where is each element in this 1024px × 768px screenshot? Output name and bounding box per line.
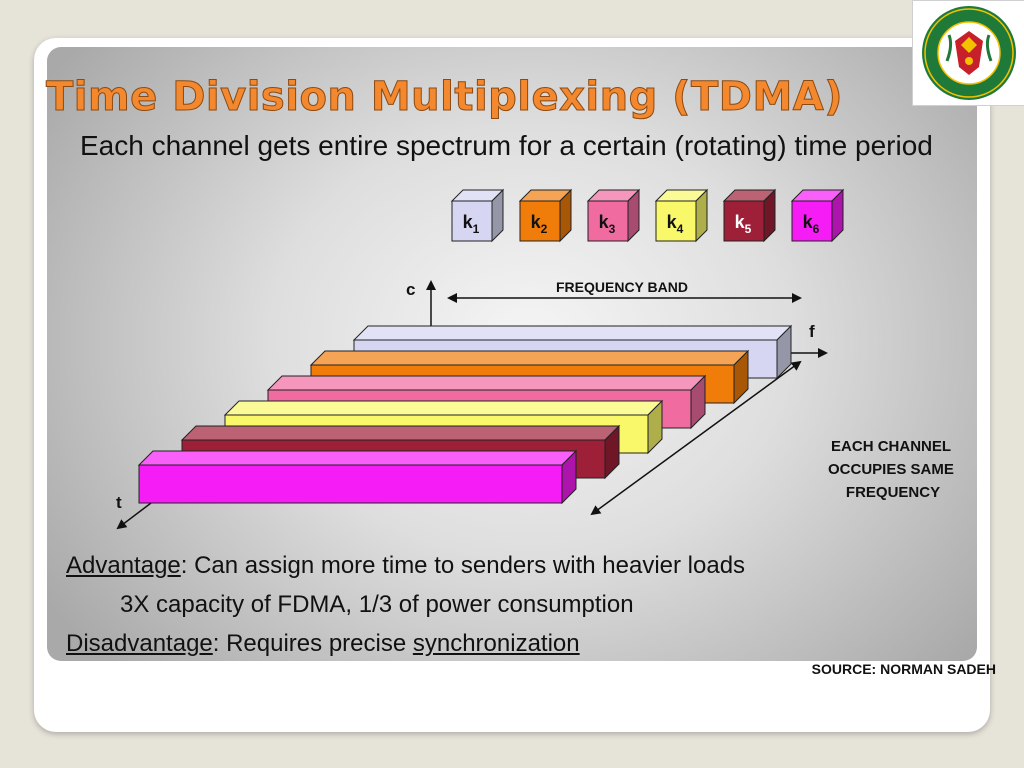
note-line-3: FREQUENCY bbox=[846, 484, 940, 501]
advantage-line: Advantage: Can assign more time to sende… bbox=[66, 552, 745, 580]
slide-title: Time Division Multiplexing (TDMA) bbox=[46, 74, 844, 121]
cube-side bbox=[695, 188, 708, 243]
note-line-2: OCCUPIES SAME bbox=[828, 461, 954, 478]
bar-top bbox=[180, 425, 621, 441]
bar-side bbox=[604, 424, 620, 480]
cube-side bbox=[491, 188, 504, 243]
f-axis-label: f bbox=[809, 322, 815, 341]
bar-top bbox=[309, 350, 750, 366]
cube-side bbox=[559, 188, 572, 243]
bar-top bbox=[137, 450, 578, 466]
university-seal-icon bbox=[922, 6, 1016, 100]
axes: c FREQUENCY BAND f t bbox=[116, 279, 828, 530]
bar-side bbox=[733, 349, 749, 405]
time-slot-bar-k6 bbox=[137, 449, 578, 505]
channel-cube-k5: k5 bbox=[722, 188, 777, 243]
cube-side bbox=[831, 188, 844, 243]
note-line-1: EACH CHANNEL bbox=[831, 438, 951, 455]
disadvantage-text: : Requires precise bbox=[212, 630, 413, 657]
cube-side bbox=[627, 188, 640, 243]
channel-bars bbox=[137, 324, 793, 505]
bar-side bbox=[561, 449, 577, 505]
c-axis-label: c bbox=[406, 280, 415, 299]
slide-subtitle: Each channel gets entire spectrum for a … bbox=[80, 130, 933, 161]
capacity-line: 3X capacity of FDMA, 1/3 of power consum… bbox=[120, 591, 634, 618]
channel-cube-k3: k3 bbox=[586, 188, 641, 243]
bar-top bbox=[352, 325, 793, 341]
advantage-text: : Can assign more time to senders with h… bbox=[180, 552, 746, 579]
university-logo bbox=[912, 0, 1024, 106]
bar-front bbox=[138, 464, 563, 504]
channel-cube-k6: k6 bbox=[790, 188, 845, 243]
channel-cube-k4: k4 bbox=[654, 188, 709, 243]
frequency-band-label: FREQUENCY BAND bbox=[556, 279, 688, 295]
cube-side bbox=[763, 188, 776, 243]
t-axis-label: t bbox=[116, 493, 122, 512]
source-credit: SOURCE: NORMAN SADEH bbox=[811, 661, 996, 677]
channel-cube-k2: k2 bbox=[518, 188, 573, 243]
bar-top bbox=[266, 375, 707, 391]
bar-side bbox=[647, 399, 663, 455]
disadvantage-label: Disadvantage bbox=[66, 630, 213, 657]
synchronization-word: synchronization bbox=[412, 630, 580, 657]
time-span-arrow bbox=[590, 360, 802, 516]
disadvantage-line: Disadvantage: Requires precise synchroni… bbox=[66, 630, 580, 658]
channel-cube-k1: k1 bbox=[450, 188, 505, 243]
same-frequency-note: EACH CHANNEL OCCUPIES SAME FREQUENCY bbox=[828, 438, 958, 501]
bar-top bbox=[223, 400, 664, 416]
bar-side bbox=[776, 324, 792, 380]
advantage-label: Advantage bbox=[66, 552, 181, 579]
bar-side bbox=[690, 374, 706, 430]
